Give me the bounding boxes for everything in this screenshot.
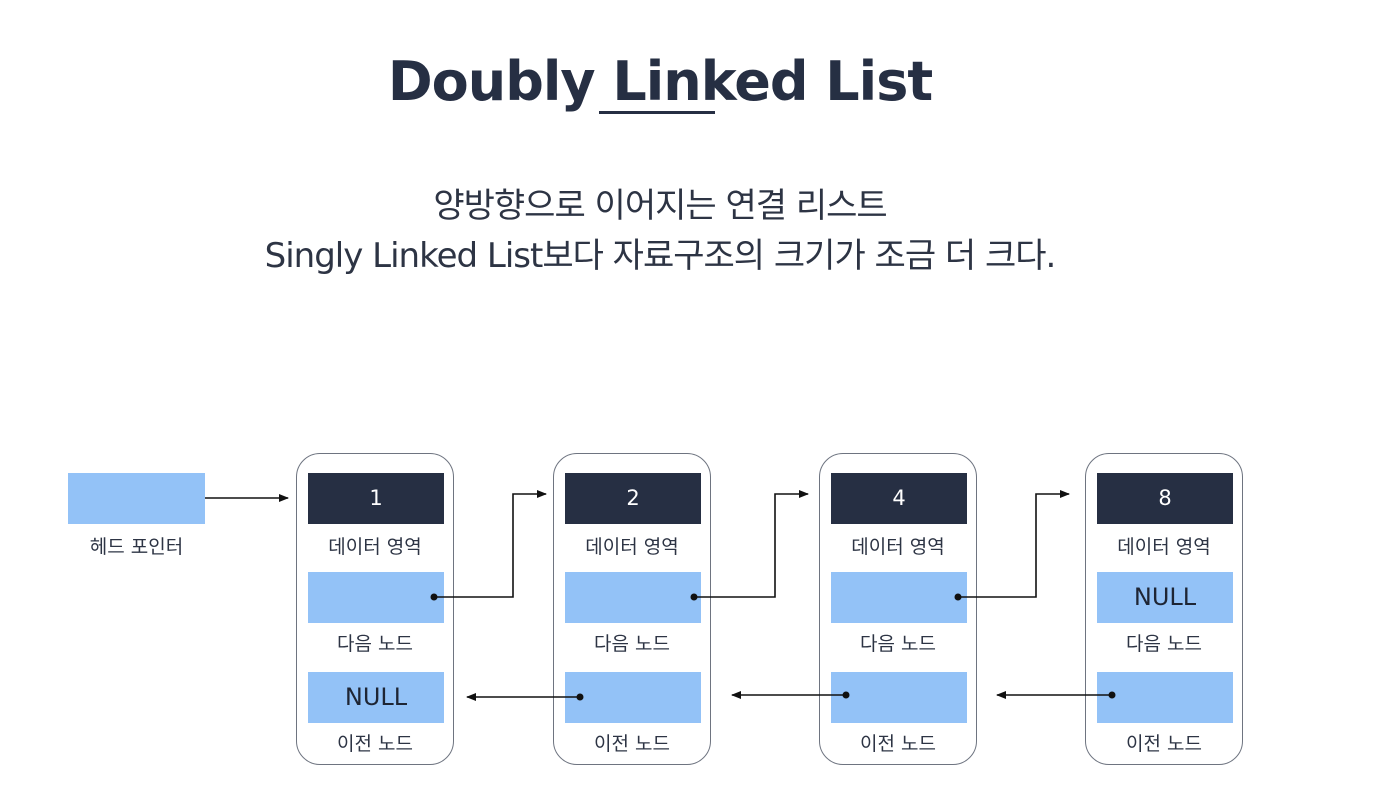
node-data-label: 데이터 영역 bbox=[585, 536, 679, 558]
page-title: Doubly Linked List bbox=[387, 50, 933, 113]
next-arrow-2 bbox=[694, 490, 809, 598]
node-next-label: 다음 노드 bbox=[594, 633, 670, 655]
node-prev-label: 이전 노드 bbox=[1126, 733, 1202, 755]
node-prev-pointer bbox=[831, 672, 967, 723]
node-next-pointer bbox=[831, 572, 967, 623]
title-underline bbox=[599, 111, 715, 114]
node-data-value: 8 bbox=[1097, 473, 1233, 524]
head-pointer-label: 헤드 포인터 bbox=[89, 536, 184, 558]
node-next-pointer bbox=[565, 572, 701, 623]
node-next-label: 다음 노드 bbox=[860, 633, 936, 655]
node-prev-label: 이전 노드 bbox=[860, 733, 936, 755]
node-next-label: 다음 노드 bbox=[337, 633, 413, 655]
node-next-label: 다음 노드 bbox=[1126, 633, 1202, 655]
node-data-value: 2 bbox=[565, 473, 701, 524]
node-data-value: 1 bbox=[308, 473, 444, 524]
node-next-pointer bbox=[308, 572, 444, 623]
node-next-pointer: NULL bbox=[1097, 572, 1233, 623]
node-prev-pointer bbox=[1097, 672, 1233, 723]
head-pointer-box bbox=[68, 473, 205, 524]
node-prev-label: 이전 노드 bbox=[337, 733, 413, 755]
node-data-value: 4 bbox=[831, 473, 967, 524]
node-data-label: 데이터 영역 bbox=[328, 536, 422, 558]
node-4: 8 데이터 영역 NULL 다음 노드 이전 노드 bbox=[1085, 453, 1243, 765]
subtitle-line-1: 양방향으로 이어지는 연결 리스트 bbox=[433, 186, 887, 226]
subtitle-line-2: Singly Linked List보다 자료구조의 크기가 조금 더 크다. bbox=[264, 236, 1057, 276]
node-prev-label: 이전 노드 bbox=[594, 733, 670, 755]
node-prev-pointer: NULL bbox=[308, 672, 444, 723]
node-3: 4 데이터 영역 다음 노드 이전 노드 bbox=[819, 453, 977, 765]
node-data-label: 데이터 영역 bbox=[1117, 536, 1211, 558]
node-2: 2 데이터 영역 다음 노드 이전 노드 bbox=[553, 453, 711, 765]
node-data-label: 데이터 영역 bbox=[851, 536, 945, 558]
node-1: 1 데이터 영역 다음 노드 NULL 이전 노드 bbox=[296, 453, 454, 765]
node-prev-pointer bbox=[565, 672, 701, 723]
